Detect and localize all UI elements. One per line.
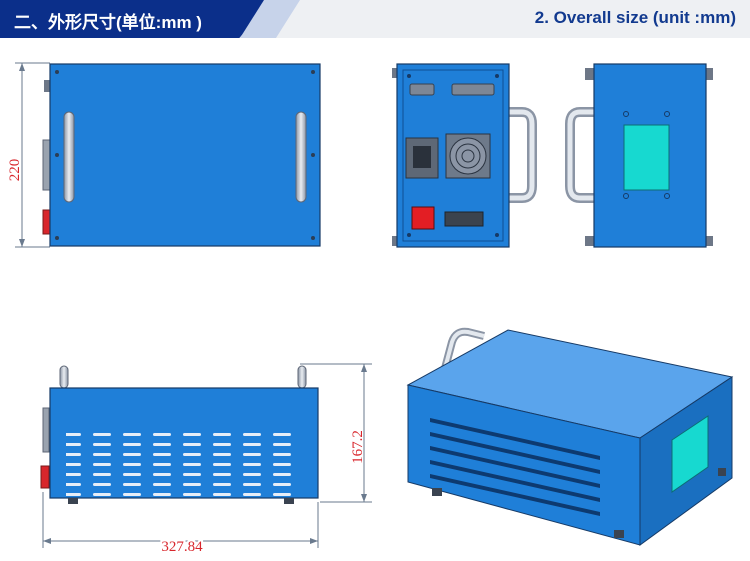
title-chinese: 二、外形尺寸(单位:mm ) — [14, 13, 202, 32]
side-height-dimension-label: 167.2 — [350, 430, 366, 464]
isometric-view — [406, 327, 734, 546]
header: 二、外形尺寸(单位:mm ) 2. Overall size (unit :mm… — [0, 0, 750, 38]
height-dimension-label: 220 — [7, 159, 23, 182]
title-english: 2. Overall size (unit :mm) — [534, 8, 736, 27]
vented-side-view: 167.2 327.84 — [40, 363, 372, 557]
length-dimension-label: 327.84 — [161, 539, 203, 555]
front-view: 220 — [7, 62, 321, 248]
side-view — [565, 63, 713, 248]
header-title-bar — [0, 0, 272, 38]
rear-view — [392, 63, 537, 248]
